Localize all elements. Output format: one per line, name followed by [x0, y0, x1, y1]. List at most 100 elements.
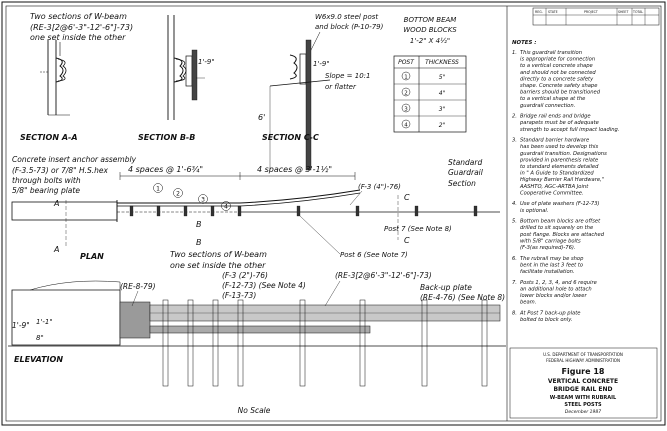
elev-re879: (RE-8-79) — [120, 282, 156, 291]
elev-label: ELEVATION — [14, 355, 63, 364]
note-line: is optional. — [520, 208, 548, 214]
note-number: 5. — [512, 219, 517, 225]
note-line: shape. Concrete safety shape — [520, 83, 597, 89]
elev-backup1: Back-up plate — [420, 283, 472, 292]
note-line: Posts 1, 2, 3, 4, and 6 require — [520, 280, 597, 286]
plan-beams1: Two sections of W-beam — [170, 250, 267, 259]
note-line: The rubrail may be shop — [520, 256, 584, 262]
plan-post7: Post 7 (See Note 8) — [384, 225, 452, 233]
note-line: (F-3(as required)-76). — [520, 245, 576, 251]
note-number: 4. — [512, 201, 517, 207]
note-line: parapets must be of adequate — [519, 120, 599, 126]
title-figure: Figure 18 — [562, 367, 605, 376]
header-state: STATE — [548, 10, 558, 14]
note-line: Highway Barrier Rail Hardware," — [520, 177, 604, 183]
note-line: to a vertical concrete shape — [520, 63, 593, 69]
section-bb-dim: 1'-9" — [198, 58, 215, 66]
note-line: AASHTO, AGC-ARTBA Joint — [519, 184, 589, 190]
plan-view: Concrete insert anchor assembly (F-3.5-7… — [11, 155, 500, 270]
table-post-2: 2 — [404, 91, 408, 97]
table-thick-2: 4" — [439, 90, 446, 97]
section-cc-post1: W6x9.0 steel post — [315, 13, 378, 21]
note-number: 3. — [512, 138, 517, 144]
elev-f3: (F-3 (2")-76) — [222, 271, 268, 280]
note-line: bolted to block only. — [520, 317, 573, 323]
note-line: Bridge rail ends and bridge — [520, 114, 591, 120]
note-line: Bottom beam blocks are offset — [520, 219, 601, 225]
note-line: to standard elements detailed — [520, 164, 599, 170]
table-header-post: POST — [398, 59, 415, 66]
note-line: barriers should be transitioned — [520, 90, 601, 96]
elev-scale: No Scale — [238, 406, 271, 415]
note-line: in " A Guide to Standardized — [520, 171, 594, 177]
table-title3: 1'-2" X 4½" — [410, 37, 450, 45]
table-header-thickness: THICKNESS — [425, 59, 459, 66]
plan-cut-b-top: B — [196, 220, 202, 229]
note-line: lower blocks and/or lower — [520, 293, 587, 299]
section-aa: Two sections of W-beam (RE-3[2@6'-3"-12'… — [20, 12, 133, 142]
title-block: U.S. DEPARTMENT OF TRANSPORTATION FEDERA… — [509, 347, 658, 419]
section-cc-post2: and block (P-10-79) — [315, 23, 384, 31]
note-line: facilitate installation. — [520, 269, 575, 275]
header-total: TOTAL — [632, 10, 643, 14]
elev-dim3: 8" — [36, 334, 44, 342]
title-line1: VERTICAL CONCRETE — [548, 378, 618, 385]
note-number: 7. — [512, 280, 517, 286]
plan-anchor2: (F-3.5-73) or 7/8" H.S.hex — [12, 166, 109, 175]
header-project: PROJECT — [584, 10, 598, 14]
section-aa-annot2: (RE-3[2@6'-3"-12'-6"]-73) — [30, 23, 133, 32]
title-agency2: FEDERAL HIGHWAY ADMINISTRATION — [546, 358, 620, 363]
table-title1: BOTTOM BEAM — [404, 16, 457, 24]
plan-post-4: 4 — [224, 204, 228, 211]
plan-cut-c-bot: C — [404, 236, 410, 245]
elev-backup2: (RE-4-76) (See Note 8) — [420, 293, 505, 302]
title-line2: BRIDGE RAIL END — [553, 386, 612, 393]
title-agency1: U.S. DEPARTMENT OF TRANSPORTATION — [543, 352, 623, 357]
plan-f3: (F-3 (4")-76) — [358, 183, 401, 191]
title-date: December 1987 — [565, 409, 601, 415]
elev-dim1: 1'-9" — [12, 321, 30, 330]
elev-f13: (F-13-73) — [222, 291, 256, 300]
note-line: an additional hole to attach — [520, 286, 592, 292]
section-aa-label: SECTION A-A — [20, 133, 78, 142]
section-cc-slope2: or flatter — [325, 83, 357, 91]
title-line3: W-BEAM WITH RUBRAIL — [550, 395, 617, 401]
plan-std3: Section — [448, 179, 476, 188]
section-cc-label: SECTION C-C — [262, 133, 319, 142]
elev-re3: (RE-3[2@6'-3"-12'-6"]-73) — [335, 271, 432, 280]
note-line: This guardrail transition — [520, 50, 582, 56]
plan-post-2: 2 — [176, 191, 180, 198]
note-line: drilled to sit squarely on the — [520, 225, 593, 231]
section-bb-label: SECTION B-B — [138, 133, 195, 142]
table-post-4: 4 — [404, 123, 408, 129]
note-line: with 5/8" carriage bolts — [520, 238, 581, 244]
table-thick-3: 3" — [439, 106, 446, 113]
plan-anchor1: Concrete insert anchor assembly — [12, 155, 137, 164]
section-cc-slope1: Slope = 10:1 — [325, 72, 370, 80]
note-line: guardrail transition. Designations — [520, 151, 607, 157]
table-post-3: 3 — [404, 107, 408, 113]
inner-border — [5, 5, 662, 422]
table-thick-4: 2" — [439, 122, 446, 129]
plan-cut-a-bot: A — [53, 245, 59, 254]
plan-std1: Standard — [448, 158, 482, 167]
note-line: directly to a concrete safety — [520, 76, 594, 82]
section-cc-dim-a: 1'-9" — [313, 60, 330, 68]
note-number: 6. — [512, 256, 517, 262]
note-line: provided in parenthesis relate — [519, 157, 598, 163]
section-cc: W6x9.0 steel post and block (P-10-79) 1'… — [258, 13, 384, 171]
note-number: 1. — [512, 50, 517, 56]
table-post-1: 1 — [404, 75, 408, 81]
note-line: Use of plate washers (F-12-73) — [520, 201, 600, 207]
plan-anchor4: 5/8" bearing plate — [12, 186, 80, 195]
plan-std2: Guardrail — [448, 168, 484, 177]
note-line: guardrail connection. — [520, 103, 575, 109]
plan-cut-a-top: A — [53, 199, 59, 208]
plan-cut-b-bot: B — [196, 238, 202, 247]
section-cc-dim-b: 6' — [258, 113, 265, 122]
plan-spaces1: 4 spaces @ 1'-6¾" — [128, 165, 203, 174]
plan-cut-c-top: C — [404, 193, 410, 202]
wood-block-table: BOTTOM BEAM WOOD BLOCKS 1'-2" X 4½" POST… — [393, 16, 467, 133]
